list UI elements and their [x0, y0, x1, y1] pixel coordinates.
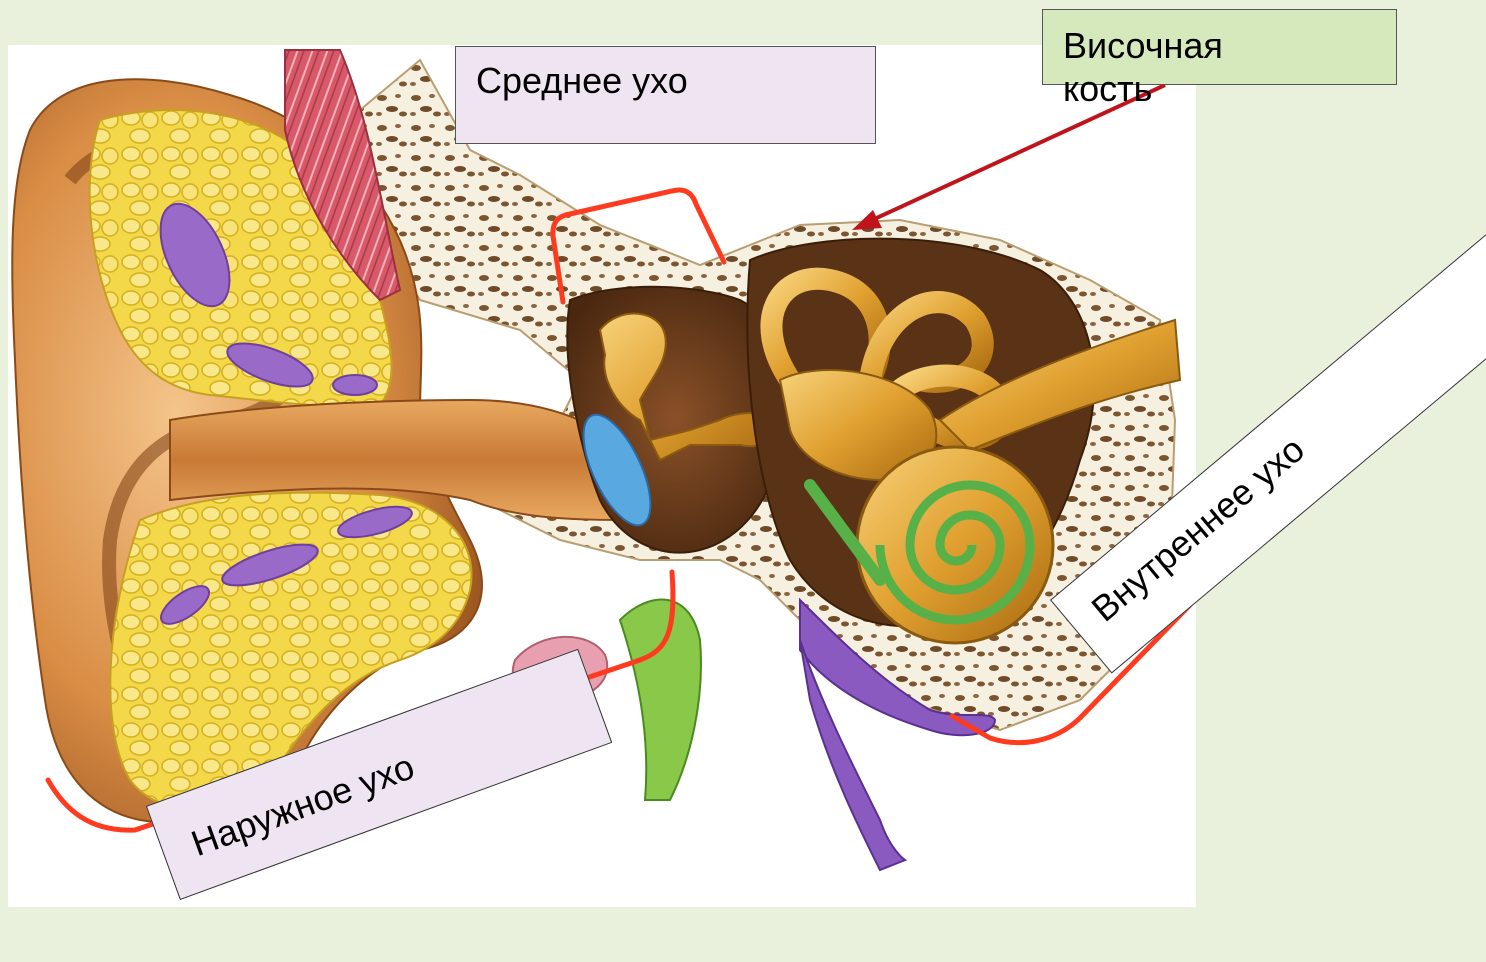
temporal-bone-label-box: Височная кость — [1042, 9, 1397, 85]
middle-ear-label-box: Среднее ухо — [455, 46, 876, 144]
temporal-bone-label: Височная кость — [1063, 24, 1293, 110]
eustachian-tube — [620, 600, 701, 800]
middle-ear-label: Среднее ухо — [476, 60, 688, 101]
